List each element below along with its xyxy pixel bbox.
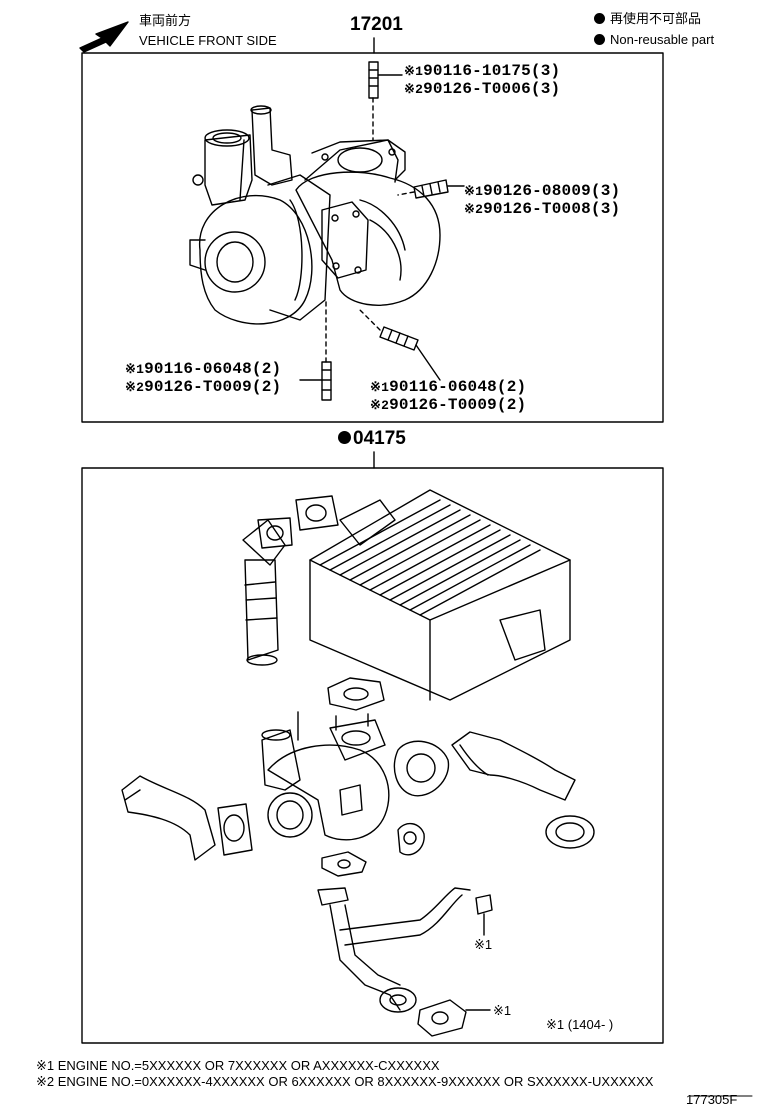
callout-right-2[interactable]: ※290126-T0008(3) (464, 200, 621, 218)
gasket-set (217, 495, 595, 1037)
intercooler-illustration (309, 489, 571, 701)
turbocharger-illustration (189, 105, 441, 325)
callout-top-1[interactable]: ※190116-10175(3) (404, 62, 561, 80)
callout-right-1[interactable]: ※190126-08009(3) (464, 182, 621, 200)
upper-group-number[interactable]: 17201 (350, 14, 403, 35)
callout-bottom-right-2[interactable]: ※290126-T0009(2) (370, 396, 527, 414)
footnote-2: ※2 ENGINE NO.=0XXXXXX-4XXXXXX OR 6XXXXXX… (36, 1074, 654, 1089)
date-note: ※1 (1404- ) (546, 1017, 614, 1032)
front-arrow-icon (79, 21, 129, 53)
front-label-jp: 車両前方 (139, 13, 192, 28)
callout-bottom-left-2[interactable]: ※290126-T0009(2) (125, 378, 282, 396)
gasket-mark-2: ※1 (493, 1003, 512, 1018)
turbocharger-kit-illustration (261, 711, 390, 841)
non-reusable-bullet-icon (594, 13, 605, 24)
callout-bottom-left-1[interactable]: ※190116-06048(2) (125, 360, 282, 378)
callout-bottom-right-1[interactable]: ※190116-06048(2) (370, 378, 527, 396)
legend-en: Non-reusable part (594, 32, 714, 47)
hoses-and-pipes-illustration (121, 731, 576, 1013)
callout-top-2[interactable]: ※290126-T0006(3) (404, 80, 561, 98)
non-reusable-bullet-icon (594, 34, 605, 45)
non-reusable-bullet-icon (338, 431, 351, 444)
upper-group-frame (81, 52, 664, 423)
lower-group-frame (81, 467, 664, 1044)
front-label-en: VEHICLE FRONT SIDE (139, 33, 277, 48)
intake-hose-illustration (242, 519, 286, 666)
legend-jp: 再使用不可部品 (594, 11, 701, 26)
footnote-1: ※1 ENGINE NO.=5XXXXXX OR 7XXXXXX OR AXXX… (36, 1058, 440, 1073)
lower-group-number[interactable]: 04175 (338, 428, 406, 450)
gasket-mark-1: ※1 (474, 937, 493, 952)
illustration-code: 177305F (686, 1092, 738, 1107)
stud-bolts (299, 61, 465, 401)
